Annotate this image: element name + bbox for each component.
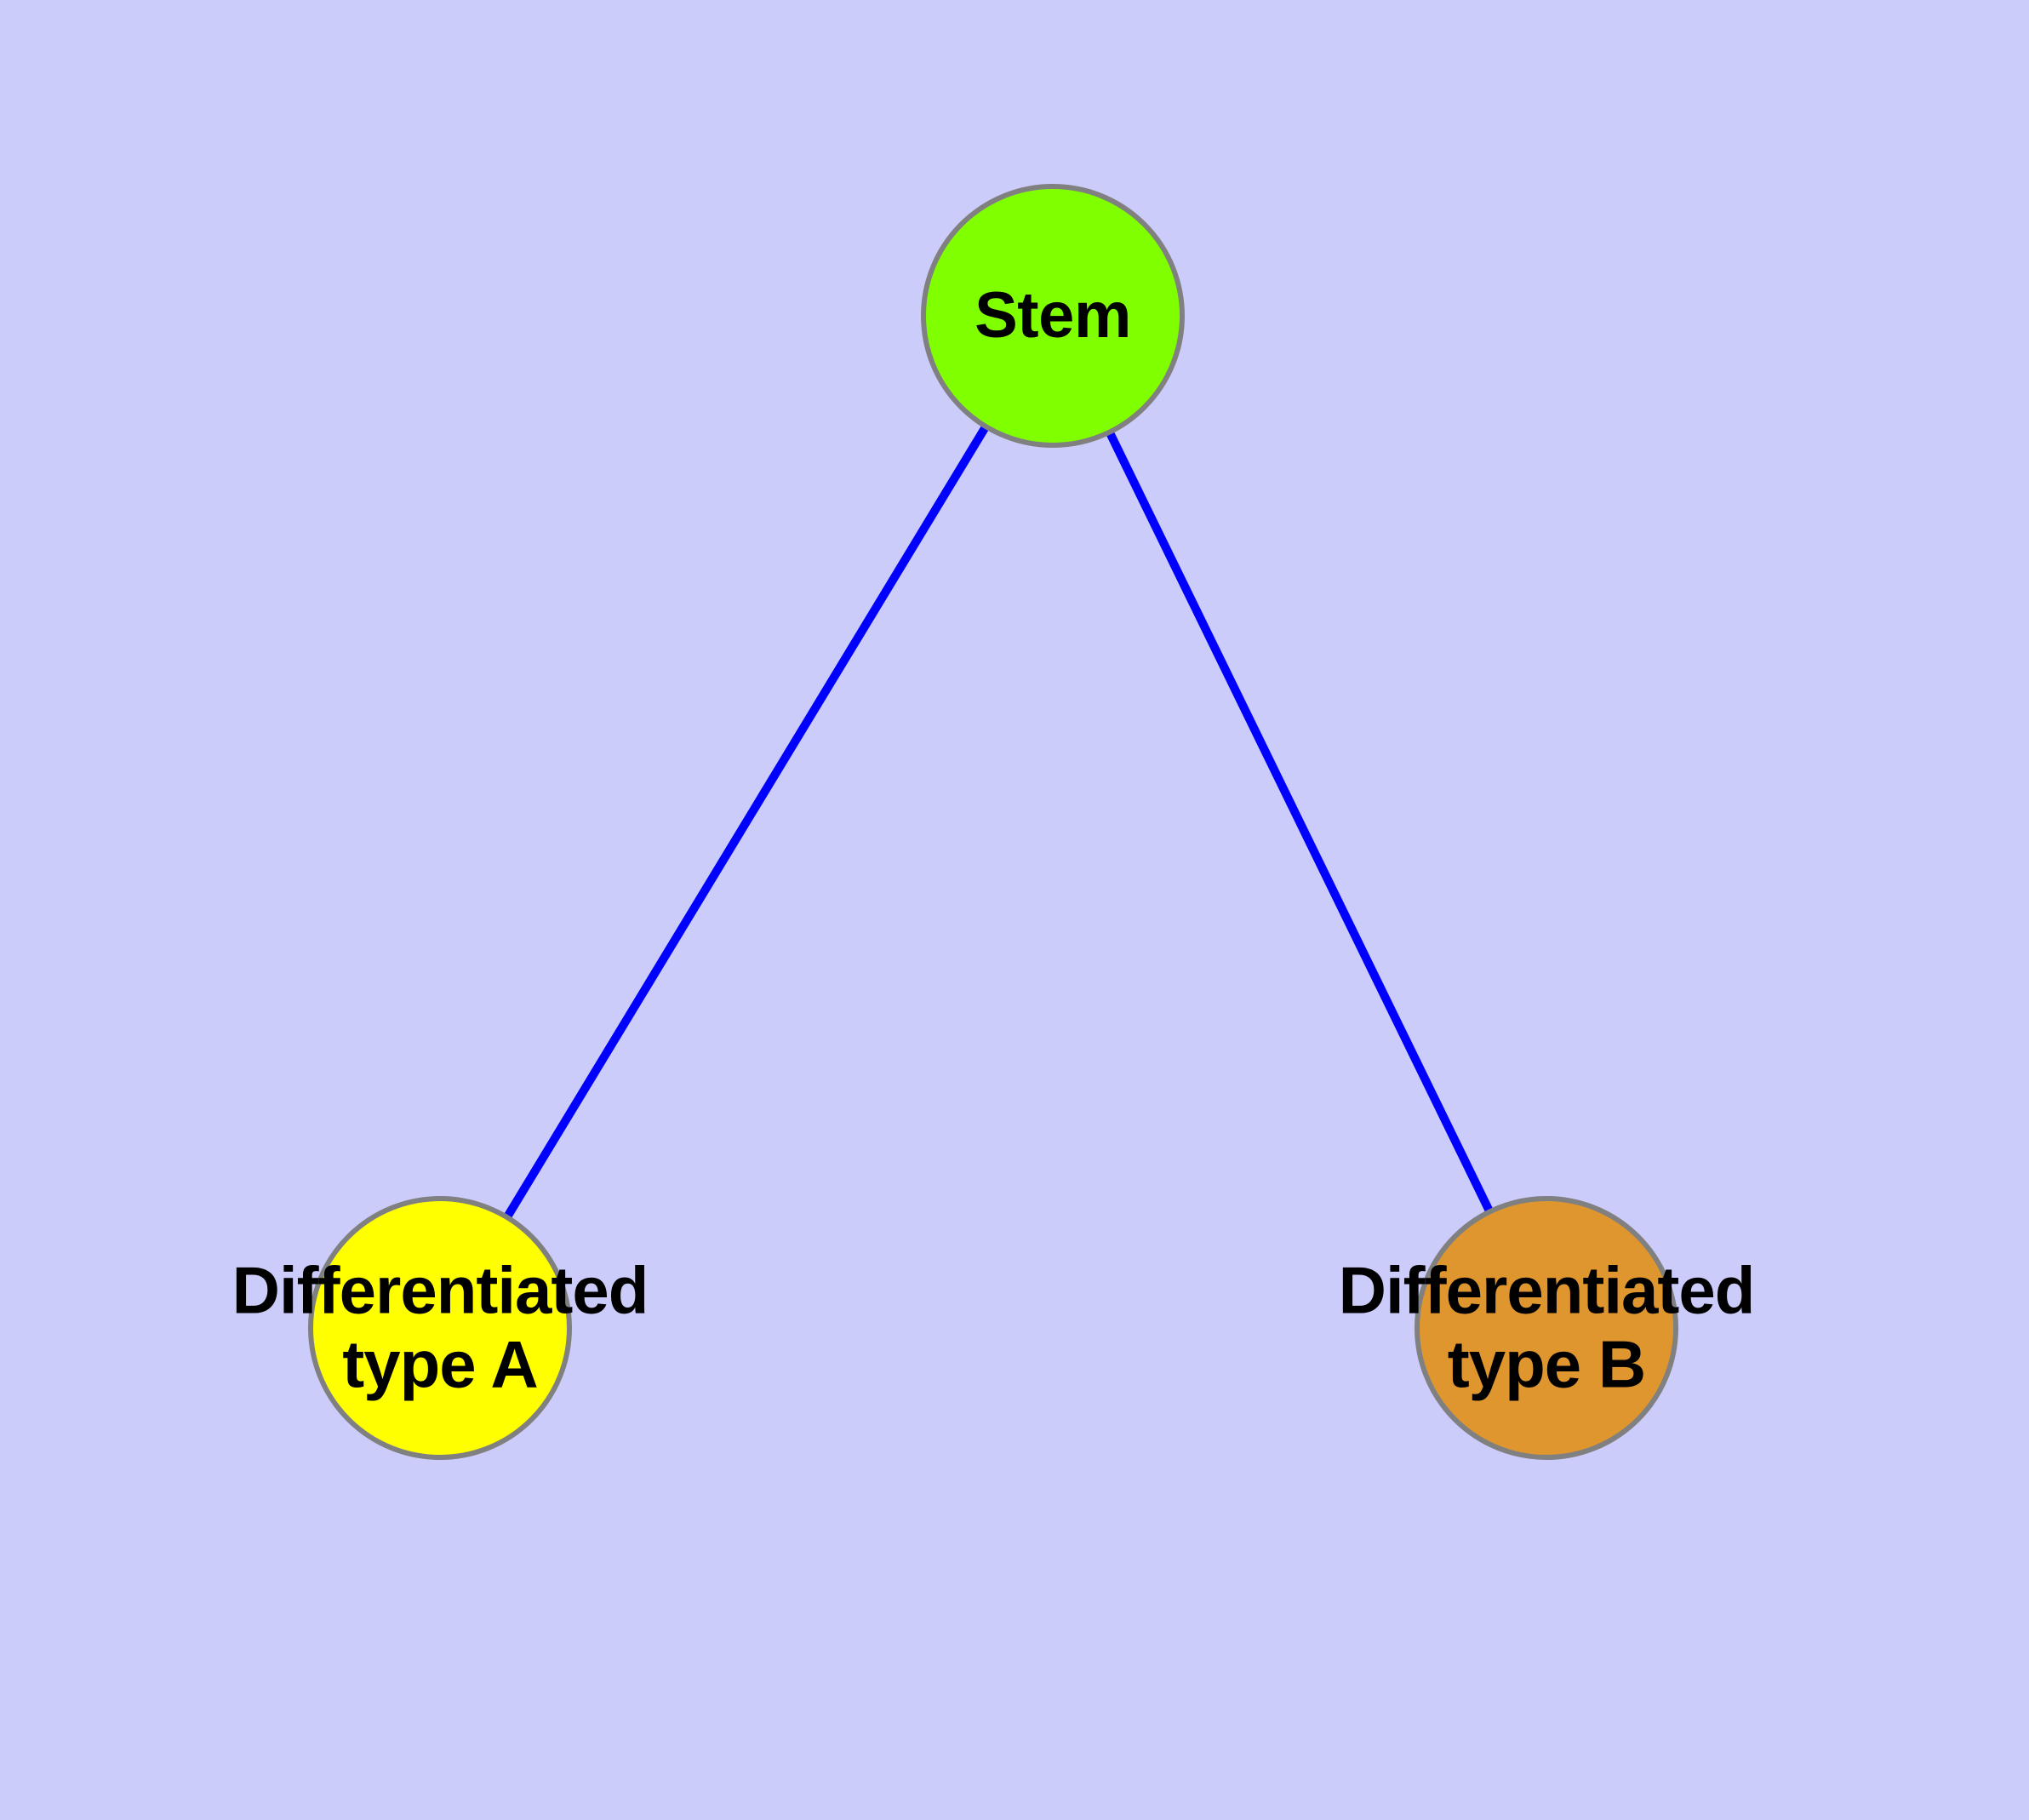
node-stem[interactable] <box>921 184 1185 448</box>
edge-stem-to-differentiated-type-b[interactable] <box>1049 313 1551 1331</box>
edge-stem-to-differentiated-type-a[interactable] <box>436 313 1057 1331</box>
node-differentiated-type-b[interactable] <box>1415 1196 1678 1460</box>
node-layer <box>308 184 1678 1460</box>
node-differentiated-type-a[interactable] <box>308 1196 572 1460</box>
edge-layer <box>436 313 1551 1331</box>
